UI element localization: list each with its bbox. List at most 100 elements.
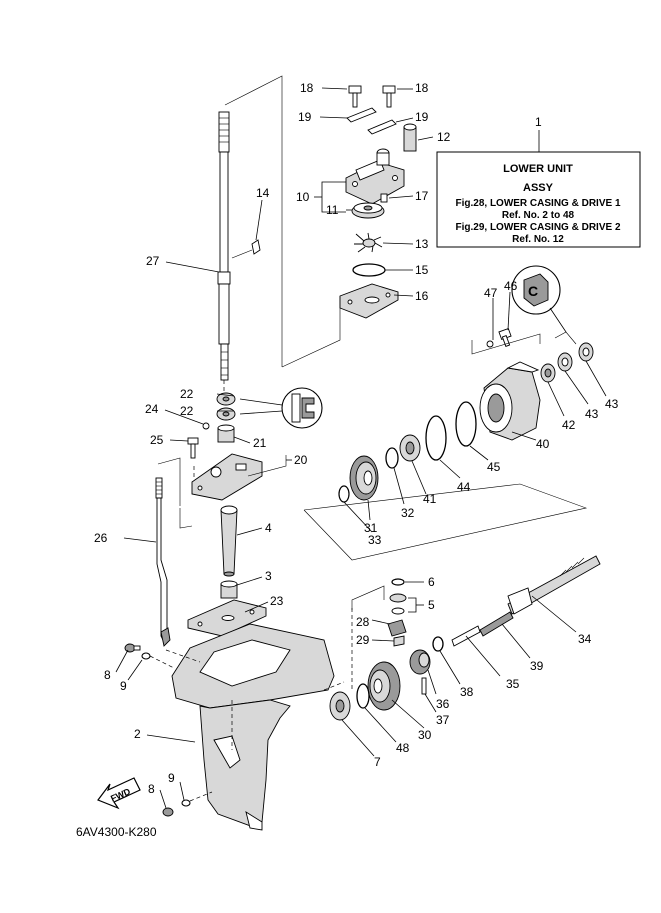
callout-33: 33 xyxy=(368,533,382,547)
callout-9a: 9 xyxy=(120,679,127,693)
label-box-subtitle: ASSY xyxy=(523,182,554,194)
label-box-ref-28: Ref. No. 2 to 48 xyxy=(502,210,575,221)
part-26-shift-rod xyxy=(155,477,171,647)
part-30-reverse-gear xyxy=(367,661,401,711)
callout-31: 31 xyxy=(364,521,378,535)
callout-39: 39 xyxy=(530,659,544,673)
callout-36: 36 xyxy=(436,697,450,711)
callout-45: 45 xyxy=(487,460,501,474)
part-48-shim xyxy=(356,683,370,709)
callout-30: 30 xyxy=(418,728,432,742)
drive-dash-lines xyxy=(323,608,353,691)
label-box-fig29: Fig.29, LOWER CASING & DRIVE 2 xyxy=(455,222,620,233)
label-box-fig28: Fig.28, LOWER CASING & DRIVE 1 xyxy=(455,198,620,209)
callout-29: 29 xyxy=(356,633,370,647)
pinion-group xyxy=(351,578,407,647)
callout-10: 10 xyxy=(296,190,310,204)
callout-13: 13 xyxy=(415,237,429,251)
callout-21: 21 xyxy=(253,436,267,450)
callout-35: 35 xyxy=(506,677,520,691)
callout-37: 37 xyxy=(436,713,450,727)
pump-clips xyxy=(346,107,397,135)
callout-7: 7 xyxy=(374,755,381,769)
callout-25: 25 xyxy=(150,433,164,447)
parts-8-9-lower xyxy=(162,791,213,817)
part-3-grommet xyxy=(220,580,238,599)
part-41-bearing xyxy=(399,434,421,462)
part-32-shim xyxy=(385,447,399,469)
part-15-oring xyxy=(352,263,386,277)
shift-rod-guide xyxy=(157,457,181,506)
part-17-pin xyxy=(380,193,388,203)
callout-18a: 18 xyxy=(300,81,314,95)
parts-8-9-upper xyxy=(124,643,175,669)
callout-20: 20 xyxy=(294,453,308,467)
part-13-impeller xyxy=(354,232,383,253)
callout-19a: 19 xyxy=(298,110,312,124)
part-21-bush xyxy=(217,424,235,443)
part-16-plate xyxy=(339,283,399,319)
bearing-detail-callout xyxy=(239,387,323,429)
callout-43a: 43 xyxy=(605,397,619,411)
part-39-spring xyxy=(479,611,514,637)
callout-3: 3 xyxy=(265,569,272,583)
callout-26: 26 xyxy=(94,531,108,545)
part-34-propeller-shaft xyxy=(507,555,601,615)
callout-1: 1 xyxy=(535,115,542,129)
callout-42: 42 xyxy=(562,418,576,432)
callout-12: 12 xyxy=(437,130,451,144)
callout-15: 15 xyxy=(415,263,429,277)
callout-19b: 19 xyxy=(415,110,429,124)
part-14-clip xyxy=(231,239,261,259)
part-12-tube xyxy=(403,123,417,152)
part-23-gasket xyxy=(187,599,267,637)
callout-22a: 22 xyxy=(180,387,194,401)
callout-2: 2 xyxy=(134,727,141,741)
callout-41: 41 xyxy=(423,492,437,506)
label-box-title: LOWER UNIT xyxy=(503,163,573,175)
callout-23: 23 xyxy=(270,594,284,608)
pump-bolts xyxy=(348,85,396,108)
callout-6: 6 xyxy=(428,575,435,589)
leader-lines xyxy=(115,87,607,809)
group-20-bracket xyxy=(247,455,292,477)
callout-8a: 8 xyxy=(104,668,111,682)
callout-9b: 9 xyxy=(168,771,175,785)
label-box: 1 LOWER UNIT ASSY Fig.28, LOWER CASING &… xyxy=(436,115,641,248)
callout-16: 16 xyxy=(415,289,429,303)
forward-gear-group-outline xyxy=(303,483,588,561)
part-40-housing xyxy=(479,361,541,441)
callout-46: 46 xyxy=(504,279,518,293)
diagram-code: 6AV4300-K280 xyxy=(76,825,157,839)
callout-24: 24 xyxy=(145,402,159,416)
cam-detail-callout: C xyxy=(511,265,577,345)
svg-text:C: C xyxy=(528,283,538,299)
parts-42-43 xyxy=(540,342,594,383)
callout-34: 34 xyxy=(578,632,592,646)
callout-numbers: 18 18 19 19 12 10 17 11 13 15 16 14 27 4… xyxy=(94,81,619,796)
part-24-ball xyxy=(202,422,210,430)
part-33-washer xyxy=(338,485,350,503)
part-25-screw xyxy=(187,437,199,459)
callout-5: 5 xyxy=(428,598,435,612)
callout-28: 28 xyxy=(356,615,370,629)
callout-22b: 22 xyxy=(180,404,194,418)
part-11-insert xyxy=(351,202,385,219)
part-36-clutch xyxy=(409,649,431,675)
parts-46-47 xyxy=(471,327,541,355)
callout-8b: 8 xyxy=(148,782,155,796)
callout-17: 17 xyxy=(415,189,429,203)
part-4-tube xyxy=(220,505,238,577)
part-31-gear xyxy=(349,455,379,501)
callout-27: 27 xyxy=(146,254,160,268)
label-box-ref-29: Ref. No. 12 xyxy=(512,234,564,245)
part-7-bearing xyxy=(329,691,351,721)
callout-44: 44 xyxy=(457,480,471,494)
callout-40: 40 xyxy=(536,437,550,451)
part-2-lower-casing xyxy=(165,623,335,831)
callout-38: 38 xyxy=(460,685,474,699)
pump-housing xyxy=(345,148,405,205)
parts-45-44-orings xyxy=(425,401,477,461)
callout-14: 14 xyxy=(256,186,270,200)
